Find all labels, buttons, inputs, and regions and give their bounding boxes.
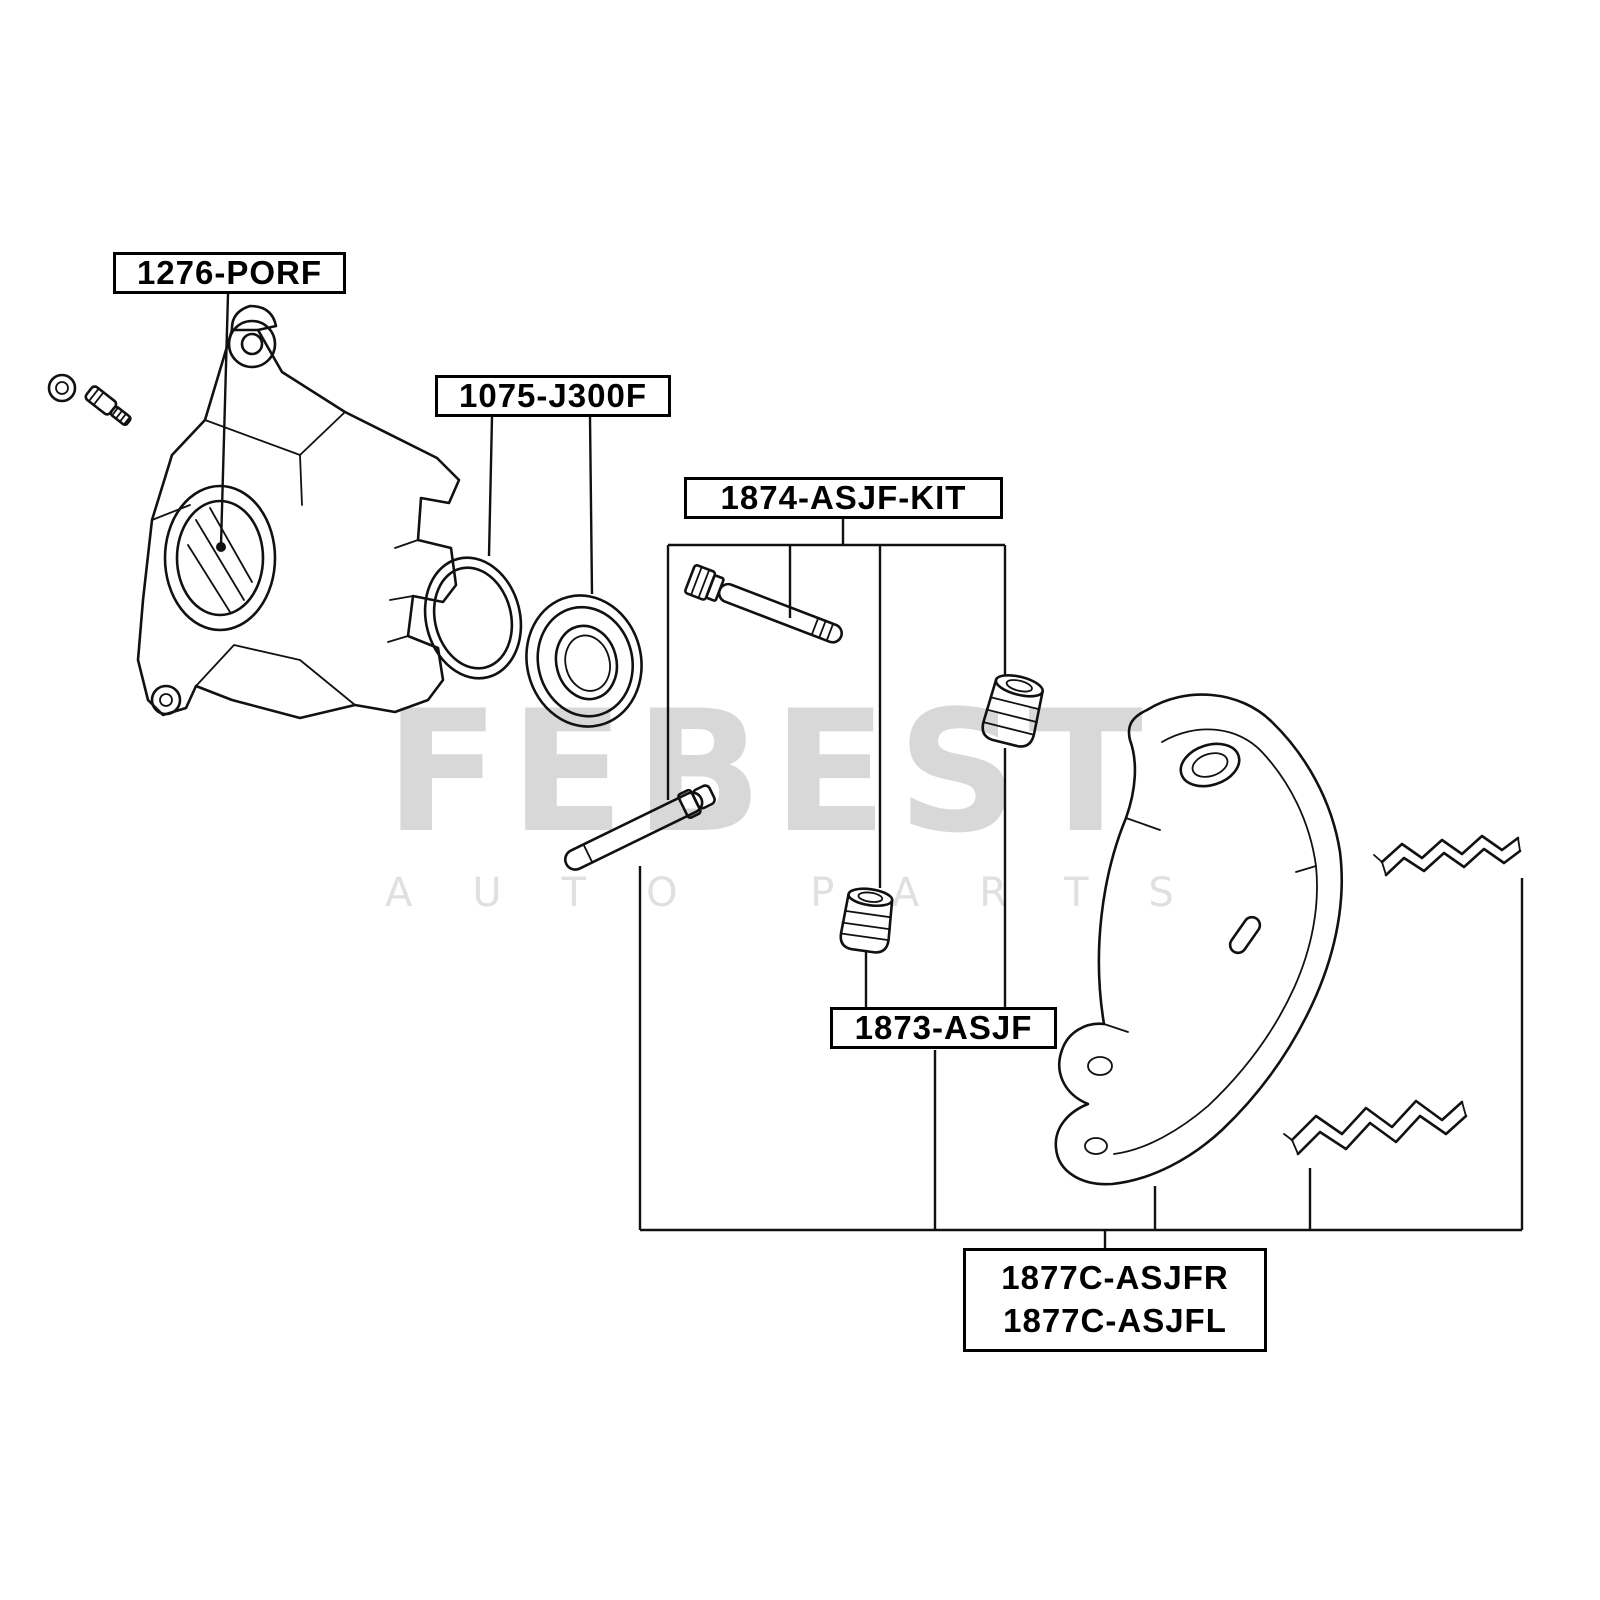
- pin-boot-lower: [839, 887, 894, 954]
- part-label-pin-boot: 1873-ASJF: [830, 1007, 1057, 1049]
- pin-boot-upper: [981, 673, 1044, 748]
- guide-pin-upper: [684, 564, 843, 644]
- part-label-pin-kit: 1874-ASJF-KIT: [684, 477, 1003, 519]
- piston-seal-ring: [423, 556, 523, 680]
- part-label-bracket: 1877C-ASJFR 1877C-ASJFL: [963, 1248, 1267, 1352]
- part-label-caliper-assembly: 1276-PORF: [113, 252, 346, 294]
- brake-caliper: [136, 304, 461, 720]
- pad-clip-upper: [1373, 834, 1522, 877]
- leader-lines: [216, 293, 1524, 1248]
- bleeder-screw-cap: [47, 373, 77, 403]
- bleeder-screw: [84, 385, 132, 427]
- part-label-bracket-left: 1877C-ASJFL: [1003, 1301, 1227, 1339]
- piston-dust-boot: [525, 594, 643, 728]
- caliper-bracket: [1054, 693, 1343, 1186]
- part-label-cylinder-kit: 1075-J300F: [435, 375, 671, 417]
- pad-clip-lower: [1283, 1099, 1468, 1156]
- part-label-bracket-right: 1877C-ASJFR: [1001, 1259, 1229, 1296]
- guide-pin-lower: [563, 784, 716, 871]
